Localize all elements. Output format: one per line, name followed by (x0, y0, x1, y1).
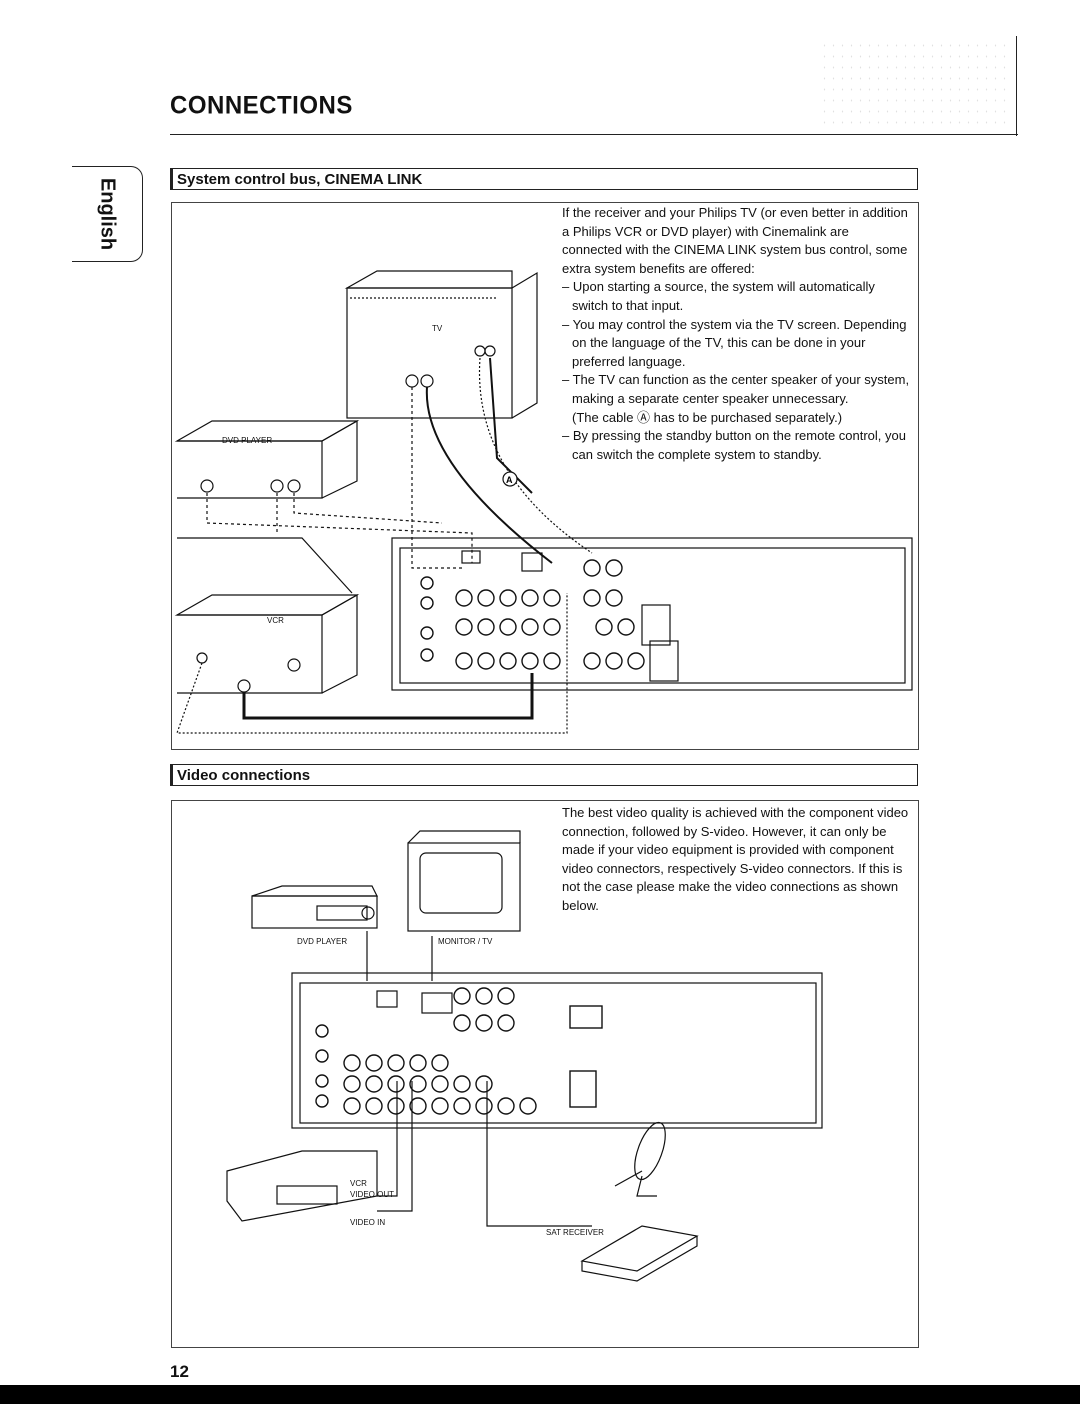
header-right-rule (1016, 36, 1017, 136)
page-title: CONNECTIONS (170, 91, 353, 120)
scan-speckle (820, 40, 1010, 130)
bottom-black-bar (0, 1385, 1080, 1404)
cinema-link-figure: TV DVD PLAYER VCR A (171, 202, 919, 750)
language-tab-label: English (96, 177, 119, 251)
label-vcr: VCR (350, 1179, 367, 1188)
label-dvd-player: DVD PLAYER (297, 937, 347, 946)
cinema-link-bullet-1: – Upon starting a source, the system wil… (562, 279, 875, 313)
label-monitor-tv: MONITOR / TV (438, 937, 493, 946)
vcr-front (177, 614, 323, 694)
receiver-jacks (420, 559, 645, 670)
monitor-body (407, 842, 521, 932)
label-tv: TV (432, 324, 443, 333)
tv-top (344, 270, 513, 289)
label-video-in: VIDEO IN (350, 1218, 385, 1227)
cinema-link-diagram: TV DVD PLAYER VCR A (174, 203, 918, 734)
receiver-jacks (315, 987, 603, 1115)
cinema-link-intro: If the receiver and your Philips TV (or … (562, 205, 908, 276)
cable-a-label: A (506, 475, 513, 485)
vcr-side (321, 593, 358, 694)
label-sat-receiver: SAT RECEIVER (546, 1228, 604, 1237)
cinema-link-bullet-4: – By pressing the standby button on the … (562, 428, 906, 462)
video-connections-diagram: DVD PLAYER MONITOR / TV VCR VIDEO OUT VI… (226, 801, 918, 1282)
receiver-body (291, 972, 823, 1129)
cinema-link-bullet-2: – You may control the system via the TV … (562, 316, 907, 369)
receiver-body (391, 537, 913, 691)
dvd-player-body (251, 895, 378, 929)
dvd-side (321, 419, 358, 499)
vcr-top (174, 594, 360, 616)
dvd-front (177, 440, 323, 499)
language-tab: English (72, 166, 143, 262)
video-connections-text: The best video quality is achieved with … (562, 805, 909, 913)
label-video-out: VIDEO OUT (350, 1190, 394, 1199)
label-vcr: VCR (267, 616, 284, 625)
cinema-link-bullet-3: – The TV can function as the center spea… (562, 372, 910, 406)
tv-side (511, 271, 538, 419)
cinema-link-cable-note: (The cable Ⓐ has to be purchased separat… (572, 409, 843, 425)
label-dvd-player: DVD PLAYER (222, 436, 272, 445)
tv-body (346, 287, 513, 419)
video-connections-figure: DVD PLAYER MONITOR / TV VCR VIDEO OUT VI… (171, 800, 919, 1348)
cinema-link-text: If the receiver and your Philips TV (or … (562, 204, 912, 464)
header-rule (170, 134, 1018, 135)
cable-a-marker (502, 471, 518, 487)
video-connections-heading: Video connections (170, 764, 918, 786)
cinema-link-heading: System control bus, CINEMA LINK (170, 168, 918, 190)
sat-dish (634, 1121, 666, 1181)
page-number: 12 (170, 1362, 189, 1381)
